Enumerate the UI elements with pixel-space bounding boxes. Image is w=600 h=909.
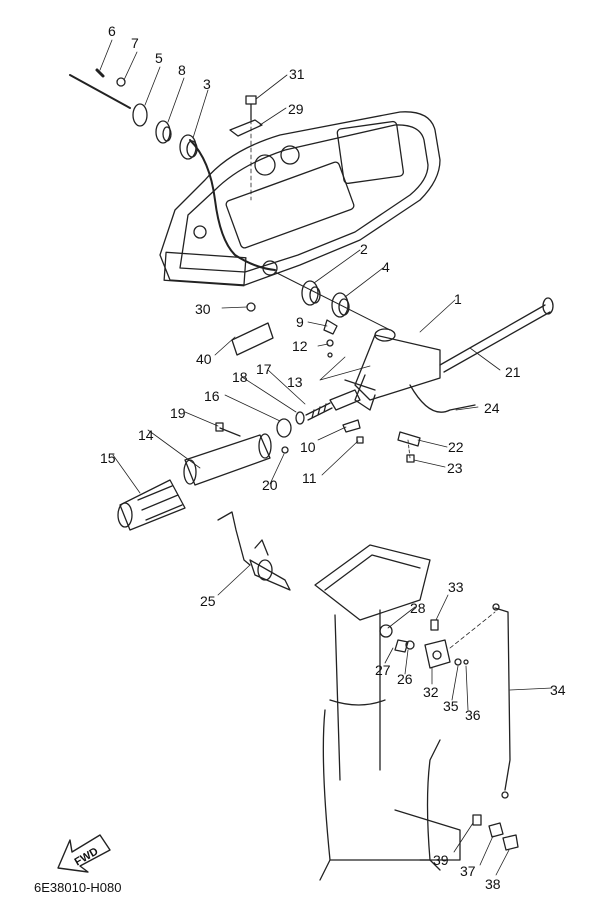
callout-33: 33 bbox=[448, 579, 464, 595]
screws-mid bbox=[215, 419, 364, 454]
throttle-shaft bbox=[183, 433, 272, 486]
callout-7: 7 bbox=[131, 35, 139, 51]
callout-16: 16 bbox=[204, 388, 220, 404]
leader-lines bbox=[99, 39, 553, 876]
bolt-and-plate-top bbox=[229, 95, 263, 312]
detent-parts bbox=[323, 319, 338, 358]
callout-28: 28 bbox=[410, 600, 426, 616]
callout-21: 21 bbox=[505, 364, 521, 380]
callout-2: 2 bbox=[360, 241, 368, 257]
plate-and-bolt-22-23 bbox=[397, 431, 421, 463]
steering-bracket bbox=[344, 328, 441, 411]
callout-24: 24 bbox=[484, 400, 500, 416]
callout-1: 1 bbox=[454, 291, 462, 307]
fwd-arrow-icon bbox=[57, 834, 111, 873]
shift-lever-parts bbox=[379, 611, 496, 669]
ground-lead bbox=[409, 384, 476, 413]
callout-11: 11 bbox=[302, 470, 317, 486]
tiller-arm bbox=[439, 297, 554, 373]
callout-29: 29 bbox=[288, 101, 304, 117]
bottom-cowling bbox=[159, 111, 441, 287]
callout-14: 14 bbox=[138, 427, 154, 443]
callout-30: 30 bbox=[195, 301, 211, 317]
callout-15: 15 bbox=[100, 450, 116, 466]
callout-10: 10 bbox=[300, 439, 316, 455]
callout-32: 32 bbox=[423, 684, 439, 700]
callout-19: 19 bbox=[170, 405, 186, 421]
callout-8: 8 bbox=[178, 62, 186, 78]
callout-13: 13 bbox=[287, 374, 303, 390]
callout-18: 18 bbox=[232, 369, 248, 385]
callout-26: 26 bbox=[397, 671, 413, 687]
callout-5: 5 bbox=[155, 50, 163, 66]
callout-23: 23 bbox=[447, 460, 463, 476]
callout-4: 4 bbox=[382, 259, 390, 275]
cable-grommets bbox=[95, 68, 198, 160]
callout-12: 12 bbox=[292, 338, 308, 354]
callout-40: 40 bbox=[196, 351, 212, 367]
callout-36: 36 bbox=[465, 707, 481, 723]
throttle-grip bbox=[117, 479, 186, 531]
bottom-connector-parts bbox=[472, 814, 519, 851]
callout-39: 39 bbox=[433, 852, 449, 868]
callout-22: 22 bbox=[448, 439, 464, 455]
callout-38: 38 bbox=[485, 876, 501, 892]
shift-lever bbox=[217, 511, 291, 591]
caution-label bbox=[231, 322, 274, 356]
shaft-grommets bbox=[274, 271, 391, 331]
callout-17: 17 bbox=[256, 361, 272, 377]
callout-6: 6 bbox=[108, 23, 116, 39]
drawing-code: 6E38010-H080 bbox=[34, 880, 122, 895]
callout-27: 27 bbox=[375, 662, 391, 678]
shift-rod bbox=[492, 603, 511, 799]
callout-31: 31 bbox=[289, 66, 305, 82]
collar-and-spring bbox=[276, 389, 361, 438]
callout-34: 34 bbox=[550, 682, 566, 698]
callout-9: 9 bbox=[296, 314, 304, 330]
callout-37: 37 bbox=[460, 863, 476, 879]
callout-20: 20 bbox=[262, 477, 278, 493]
callout-25: 25 bbox=[200, 593, 216, 609]
callout-3: 3 bbox=[203, 76, 211, 92]
callout-35: 35 bbox=[443, 698, 459, 714]
throttle-cable bbox=[69, 74, 276, 271]
upper-casing bbox=[314, 544, 461, 881]
